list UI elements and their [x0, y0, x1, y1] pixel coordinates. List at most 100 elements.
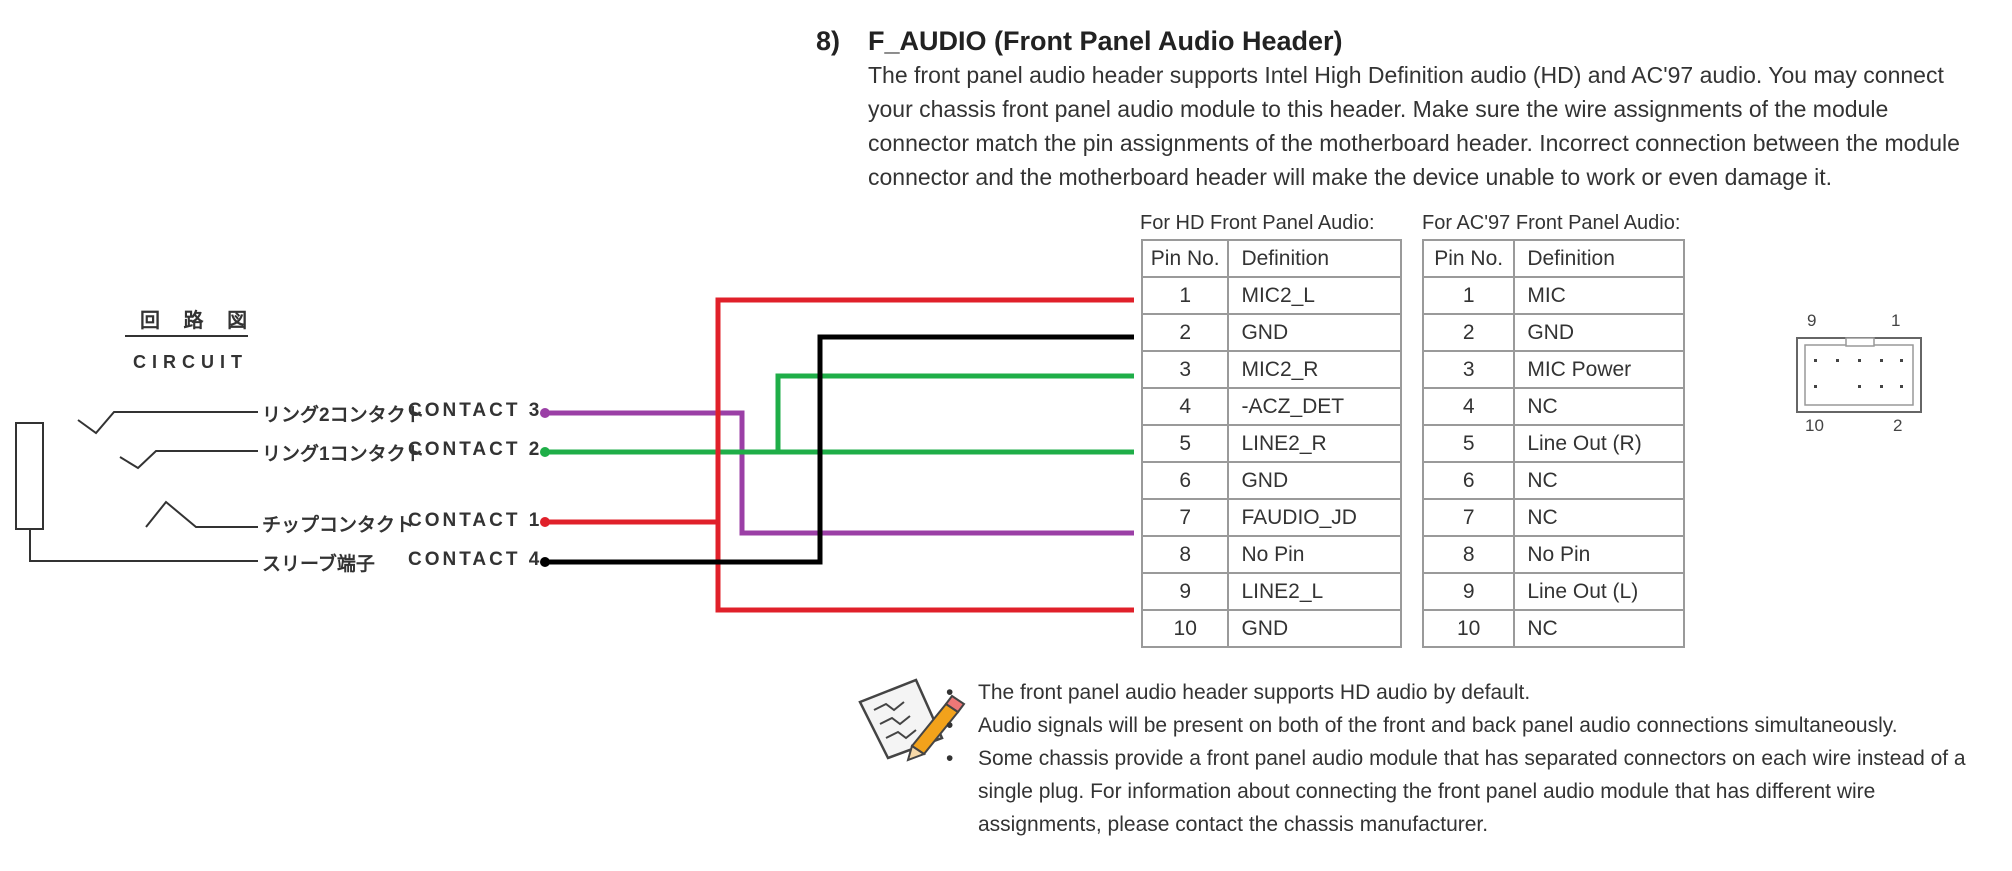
pin-number: 10 — [1140, 609, 1230, 648]
pin-number: 1 — [1421, 276, 1516, 315]
pin-number: 1 — [1140, 276, 1230, 315]
connector-label-9: 9 — [1807, 311, 1817, 330]
hd-col-pin-header: Pin No. — [1140, 239, 1230, 278]
notes-list: • The front panel audio header supports H… — [940, 676, 1990, 841]
pin-definition: FAUDIO_JD — [1227, 498, 1402, 537]
wire-green-end — [540, 447, 550, 457]
pin-definition: GND — [1513, 313, 1685, 352]
pin-number: 5 — [1421, 424, 1516, 463]
pin-definition: MIC Power — [1513, 350, 1685, 389]
connector-inner — [1804, 344, 1914, 406]
pin-number: 7 — [1140, 498, 1230, 537]
hd-table-header-row: Pin No. Definition — [1140, 239, 1402, 278]
contact2-jp-label: リング1コンタクト — [262, 444, 425, 465]
wire-red-bus — [715, 297, 1134, 613]
section-number: 8) — [816, 26, 841, 56]
connector-label-10: 10 — [1805, 416, 1824, 435]
note-text: Audio signals will be present on both of… — [978, 714, 1898, 737]
ac97-table-header-row: Pin No. Definition — [1421, 239, 1685, 278]
pin-number: 3 — [1140, 350, 1230, 389]
contact1-switch — [145, 500, 258, 528]
circuit-title-jp: 回 路 図 — [140, 310, 257, 332]
wire-black — [545, 334, 1134, 565]
pin-definition: Line Out (L) — [1513, 572, 1685, 611]
pin-definition: No Pin — [1227, 535, 1402, 574]
connector-pins — [1814, 359, 1903, 388]
contact2-switch — [119, 450, 258, 470]
pin-number: 9 — [1140, 572, 1230, 611]
pin-number: 2 — [1421, 313, 1516, 352]
pin-number: 8 — [1421, 535, 1516, 574]
list-item: •The front panel audio header supports H… — [940, 676, 1990, 709]
wire-green-branch — [775, 373, 1134, 452]
wire-black-end — [540, 557, 550, 567]
contact4-jp-label: スリーブ端子 — [262, 554, 375, 575]
pin-definition: LINE2_L — [1227, 572, 1402, 611]
ac97-col-def-header: Definition — [1513, 239, 1685, 278]
table-row: 4-ACZ_DET — [1140, 387, 1402, 426]
wire-purple — [545, 410, 1134, 536]
pin-definition: NC — [1513, 609, 1685, 648]
wire-red-end — [540, 517, 550, 527]
pin-definition: NC — [1513, 498, 1685, 537]
note-text: The front panel audio header supports HD… — [978, 681, 1531, 704]
pin-number: 9 — [1421, 572, 1516, 611]
hd-col-def-header: Definition — [1227, 239, 1402, 278]
circuit-title-en: CIRCUIT — [133, 352, 248, 372]
pin-definition: NC — [1513, 387, 1685, 426]
note-text: Some chassis provide a front panel audio… — [978, 747, 1966, 836]
contact3-en-label: CONTACT 3 — [408, 400, 543, 421]
bullet-glyph: • — [946, 714, 954, 737]
pin-definition: MIC — [1513, 276, 1685, 315]
pin-number: 6 — [1140, 461, 1230, 500]
sleeve-lead — [29, 529, 258, 562]
wire-purple-end — [540, 408, 550, 418]
bullet-glyph: • — [946, 747, 954, 770]
ac97-col-pin-header: Pin No. — [1421, 239, 1516, 278]
pin-definition: GND — [1227, 313, 1402, 352]
contact3-jp-label: リング2コンタクト — [262, 405, 425, 426]
pin-definition: MIC2_L — [1227, 276, 1402, 315]
pin-number: 4 — [1421, 387, 1516, 426]
intro-paragraph: The front panel audio header supports In… — [868, 62, 1960, 190]
list-item: • Audio signals will be present on both o… — [940, 709, 1990, 742]
pin-definition: GND — [1227, 461, 1402, 500]
pin-number: 4 — [1140, 387, 1230, 426]
connector-label-1: 1 — [1891, 311, 1901, 330]
contact3-switch — [77, 411, 258, 435]
pin-number: 2 — [1140, 313, 1230, 352]
connector-outline — [1796, 337, 1922, 413]
contact2-en-label: CONTACT 2 — [408, 439, 543, 460]
pin-number: 8 — [1140, 535, 1230, 574]
pin-number: 7 — [1421, 498, 1516, 537]
note-pencil-icon — [858, 678, 966, 762]
pin-definition: GND — [1227, 609, 1402, 648]
pin-number: 6 — [1421, 461, 1516, 500]
pin-definition: NC — [1513, 461, 1685, 500]
jack-body — [15, 422, 44, 530]
section-title: F_AUDIO (Front Panel Audio Header) — [868, 26, 1343, 56]
pin-definition: -ACZ_DET — [1227, 387, 1402, 426]
pin-definition: MIC2_R — [1227, 350, 1402, 389]
pin-definition: No Pin — [1513, 535, 1685, 574]
pin-number: 5 — [1140, 424, 1230, 463]
